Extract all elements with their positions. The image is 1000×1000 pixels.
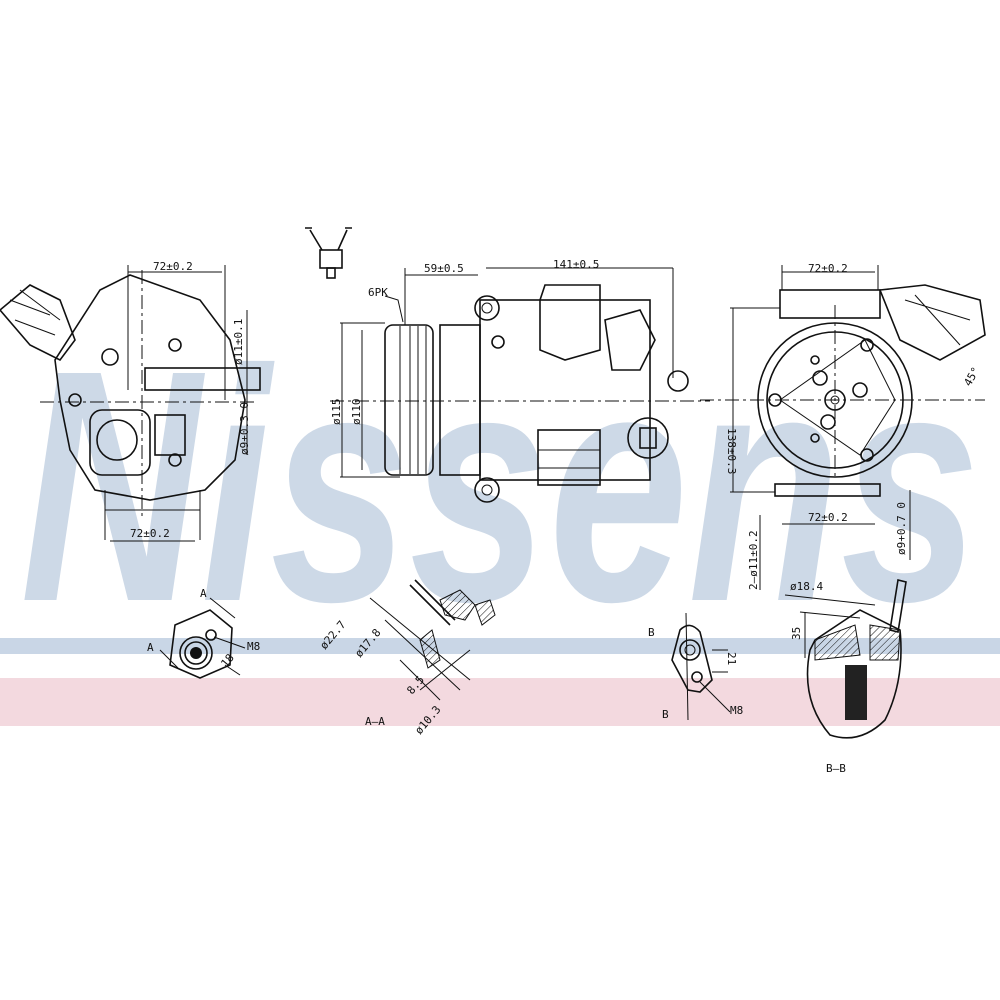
pink-stripe (0, 678, 1000, 726)
thread-label-a: M8 (247, 640, 260, 653)
dim-width-bottom: 72±0.2 (130, 527, 170, 540)
dim-width-top-right: 72±0.2 (808, 262, 848, 275)
dim-width-bottom-right: 72±0.2 (808, 511, 848, 524)
blue-stripe (0, 638, 1000, 654)
section-title-b-b: B–B (826, 762, 846, 775)
section-mark-b-bottom: B (662, 708, 669, 721)
dim-body-length: 141±0.5 (553, 258, 599, 271)
detail-b: B B M8 21 (648, 612, 743, 721)
thread-label-b: M8 (730, 704, 743, 717)
belt-type-label: 6PK (368, 286, 388, 299)
connector-icon (305, 227, 352, 279)
dim-hole-dia: ø11±0.1 (232, 319, 245, 365)
dim-section-b-depth: 35 (790, 627, 803, 640)
dim-pulley-offset: 59±0.5 (424, 262, 464, 275)
dim-mount-holes: 2–ø11±0.2 (747, 530, 760, 590)
dim-pin-dia-right: ø9+0.7 0 (895, 502, 908, 555)
right-end-view: 72±0.2 138±0.3 72±0.2 2–ø11±0.2 ø9+0.7 0… (700, 262, 986, 590)
left-end-view: 72±0.2 ø11±0.1 ø9+0.3 0 72±0.2 (0, 260, 261, 542)
section-mark-a-top: A (200, 587, 207, 600)
dim-pulley-inner: ø110 (350, 399, 363, 426)
dim-pulley-outer: ø115 (330, 399, 343, 426)
detail-a: A A M8 18 (147, 587, 260, 679)
dim-width-top: 72±0.2 (153, 260, 193, 273)
dim-distance-b: 21 (725, 652, 738, 665)
section-title-a-a: A–A (365, 715, 385, 728)
nissens-watermark: Nissens (20, 301, 980, 670)
section-b-b: ø18.4 35 B–B (784, 579, 907, 775)
dim-pin-dia: ø9+0.3 0 (238, 402, 251, 455)
dim-section-b-d1: ø18.4 (790, 580, 823, 593)
section-mark-b-top: B (648, 626, 655, 639)
section-mark-a-left: A (147, 641, 154, 654)
dim-height: 138±0.3 (725, 428, 738, 474)
side-view: 59±0.5 141±0.5 6PK ø115 ø110 (330, 258, 710, 503)
